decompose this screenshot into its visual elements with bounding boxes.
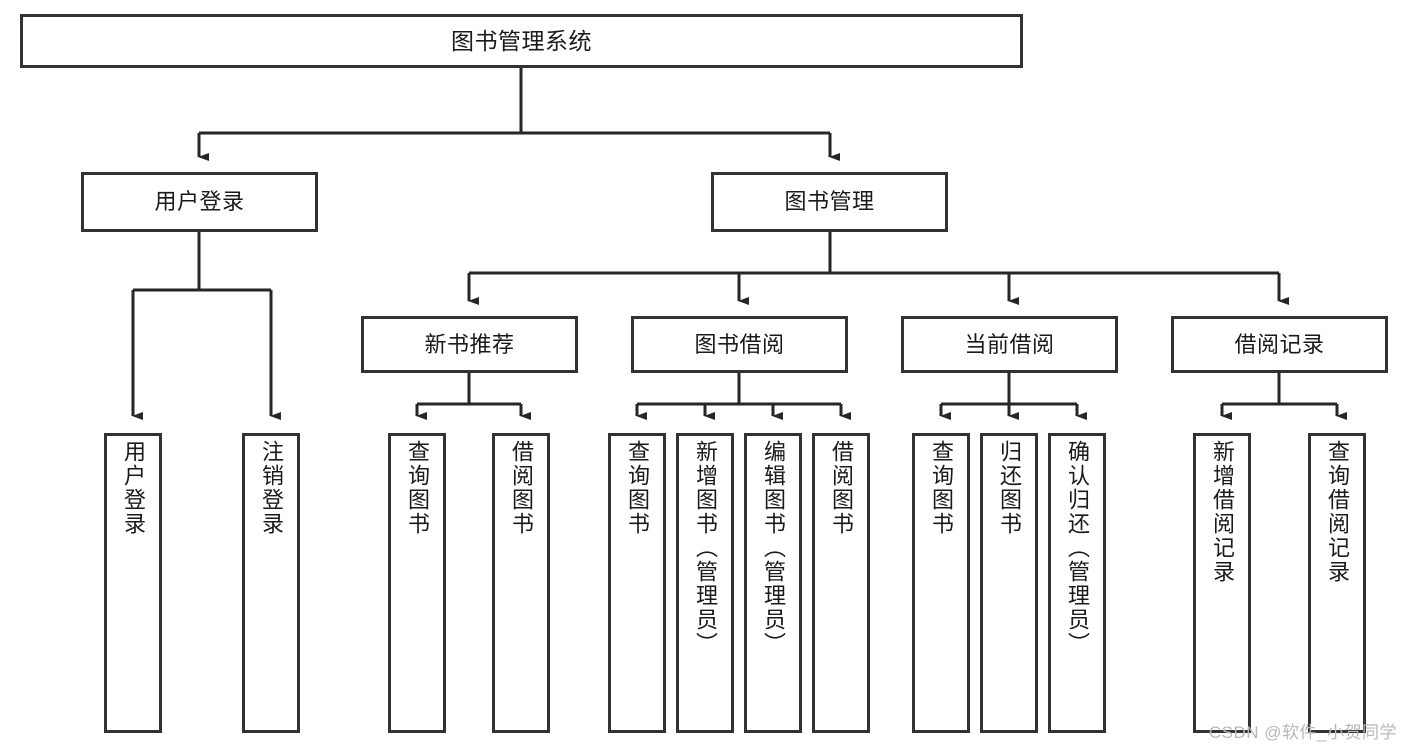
node-book-borrow[interactable]: 图书借阅: [631, 316, 848, 373]
leaf-add-borrow-record[interactable]: 新增借阅记录: [1193, 433, 1251, 733]
leaf-borrow-book-recommend[interactable]: 借阅图书: [492, 433, 550, 733]
leaf-confirm-return-admin[interactable]: 确认归还（管理员）: [1048, 433, 1106, 733]
node-label: 确认归还（管理员）: [1065, 440, 1090, 656]
node-root-system[interactable]: 图书管理系统: [20, 14, 1023, 68]
leaf-borrow-book[interactable]: 借阅图书: [812, 433, 870, 733]
node-label: 注销登录: [259, 440, 284, 536]
node-label: 借阅图书: [829, 440, 854, 536]
node-label: 用户登录: [154, 189, 245, 215]
leaf-add-book-admin[interactable]: 新增图书（管理员）: [676, 433, 734, 733]
watermark-text: CSDN @软件_小贺同学: [1208, 723, 1397, 742]
leaf-user-login[interactable]: 用户登录: [104, 433, 162, 733]
node-book-management[interactable]: 图书管理: [711, 172, 948, 232]
node-label: 查询图书: [405, 440, 430, 536]
leaf-logout[interactable]: 注销登录: [242, 433, 300, 733]
node-label: 新增图书（管理员）: [693, 440, 718, 656]
node-label: 图书管理: [784, 189, 875, 215]
node-label: 归还图书: [997, 440, 1022, 536]
node-label: 查询图书: [625, 440, 650, 536]
node-label: 查询图书: [929, 440, 954, 536]
leaf-edit-book-admin[interactable]: 编辑图书（管理员）: [744, 433, 802, 733]
leaf-query-book-recommend[interactable]: 查询图书: [388, 433, 446, 733]
node-borrow-record[interactable]: 借阅记录: [1171, 316, 1388, 373]
node-label: 新书推荐: [424, 331, 515, 357]
node-label: 图书借阅: [694, 331, 785, 357]
node-label: 用户登录: [121, 440, 146, 536]
node-label: 查询借阅记录: [1325, 440, 1350, 584]
node-label: 借阅图书: [509, 440, 534, 536]
leaf-return-book[interactable]: 归还图书: [980, 433, 1038, 733]
node-label: 借阅记录: [1234, 331, 1325, 357]
node-label: 当前借阅: [964, 331, 1055, 357]
node-user-login[interactable]: 用户登录: [81, 172, 318, 232]
node-new-book-recommend[interactable]: 新书推荐: [361, 316, 578, 373]
node-label: 编辑图书（管理员）: [761, 440, 786, 656]
leaf-query-borrow-record[interactable]: 查询借阅记录: [1308, 433, 1366, 733]
node-current-borrow[interactable]: 当前借阅: [901, 316, 1118, 373]
leaf-query-book-current[interactable]: 查询图书: [912, 433, 970, 733]
leaf-query-book-borrow[interactable]: 查询图书: [608, 433, 666, 733]
node-label: 新增借阅记录: [1210, 440, 1235, 584]
node-label: 图书管理系统: [451, 27, 592, 54]
